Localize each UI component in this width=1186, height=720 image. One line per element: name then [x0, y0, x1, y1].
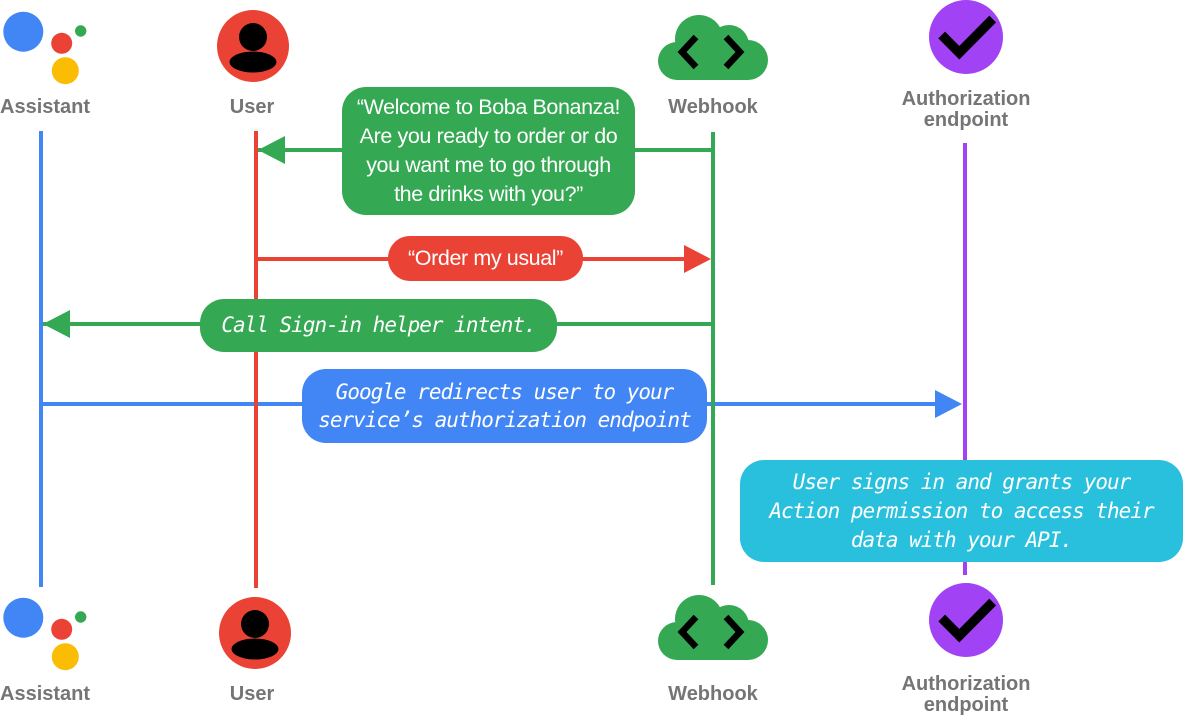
message-line: “Order my usual” [408, 246, 563, 270]
arrow-redirect-head [935, 390, 962, 418]
authorization-label-bottom: Authorization endpoint [901, 673, 1031, 716]
message-line: Google redirects user to your [335, 380, 675, 404]
assistant-label-top: Assistant [0, 96, 91, 118]
authorization-label-top: Authorization endpoint [901, 88, 1031, 131]
arrow-order-head [684, 245, 711, 273]
message-line: “Welcome to Boba Bonanza! [356, 95, 621, 119]
authorization-check-icon [929, 583, 1003, 657]
user-icon [219, 597, 291, 669]
message-signs-in-note: User signs in and grants your Action per… [740, 460, 1183, 562]
user-lifeline [254, 131, 258, 588]
user-label-top: User [229, 96, 275, 118]
user-label-bottom: User [229, 683, 275, 705]
authorization-check-icon [929, 0, 1003, 74]
google-assistant-icon [3, 11, 87, 85]
message-redirect: Google redirects user to your service’s … [302, 369, 707, 443]
message-line: service’s authorization endpoint [318, 408, 692, 432]
assistant-label-bottom: Assistant [0, 683, 91, 705]
message-line: Call Sign-in helper intent. [221, 313, 536, 337]
authorization-lifeline [963, 143, 967, 575]
message-line: Action permission to access their [769, 498, 1154, 523]
message-signin-call: Call Sign-in helper intent. [200, 299, 557, 352]
message-line: Are you ready to order or do [359, 124, 618, 148]
message-line: you want me to go through [366, 153, 611, 177]
webhook-label-top: Webhook [668, 96, 758, 118]
message-welcome-bubble: “Welcome to Boba Bonanza! Are you ready … [342, 87, 635, 215]
webhook-label-bottom: Webhook [668, 683, 758, 705]
arrow-welcome-head [258, 136, 285, 164]
message-line: the drinks with you?” [394, 182, 583, 206]
webhook-cloud-icon [658, 595, 768, 660]
google-assistant-icon [3, 597, 87, 671]
user-icon [217, 10, 289, 82]
message-order-bubble: “Order my usual” [388, 236, 583, 281]
message-line: data with your API. [850, 527, 1073, 552]
assistant-lifeline [39, 131, 43, 587]
webhook-lifeline [711, 132, 715, 585]
webhook-cloud-icon [658, 15, 768, 80]
arrow-signin-head [43, 310, 70, 338]
message-line: User signs in and grants your [792, 469, 1132, 494]
